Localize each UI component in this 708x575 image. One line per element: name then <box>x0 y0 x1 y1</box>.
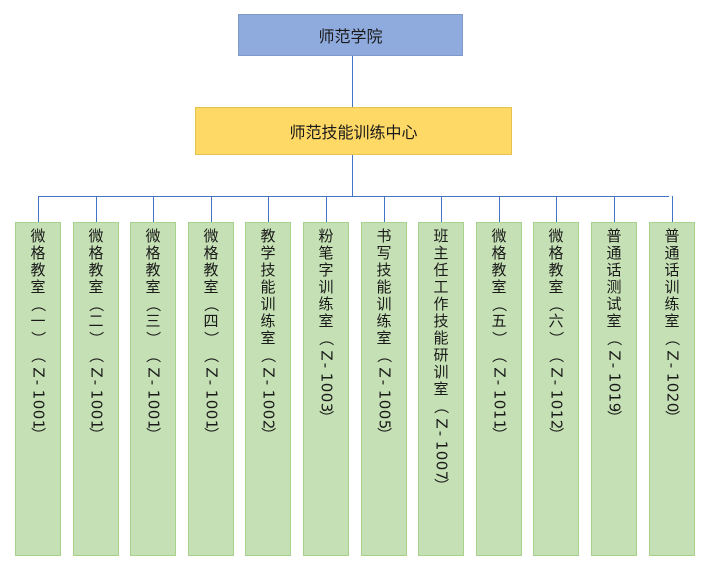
root-node-box: 师范学院 <box>238 14 463 56</box>
connector-drop-9 <box>499 196 500 222</box>
connector-drop-2 <box>96 196 97 222</box>
connector-drop-10 <box>556 196 557 222</box>
connector-horizontal-bar <box>38 196 669 197</box>
connector-drop-5 <box>268 196 269 222</box>
connector-drop-6 <box>326 196 327 222</box>
connector-drop-11 <box>614 196 615 222</box>
center-node-box: 师范技能训练中心 <box>195 107 512 155</box>
connector-root-to-center <box>352 56 353 107</box>
connector-drop-3 <box>153 196 154 222</box>
connector-drop-8 <box>441 196 442 222</box>
center-node-label: 师范技能训练中心 <box>289 123 418 142</box>
root-node-label: 师范学院 <box>318 27 383 46</box>
connector-drop-12 <box>672 196 673 222</box>
connector-drop-4 <box>211 196 212 222</box>
connector-center-trunk <box>352 155 353 196</box>
connector-drop-7 <box>384 196 385 222</box>
connector-drop-1 <box>38 196 39 222</box>
